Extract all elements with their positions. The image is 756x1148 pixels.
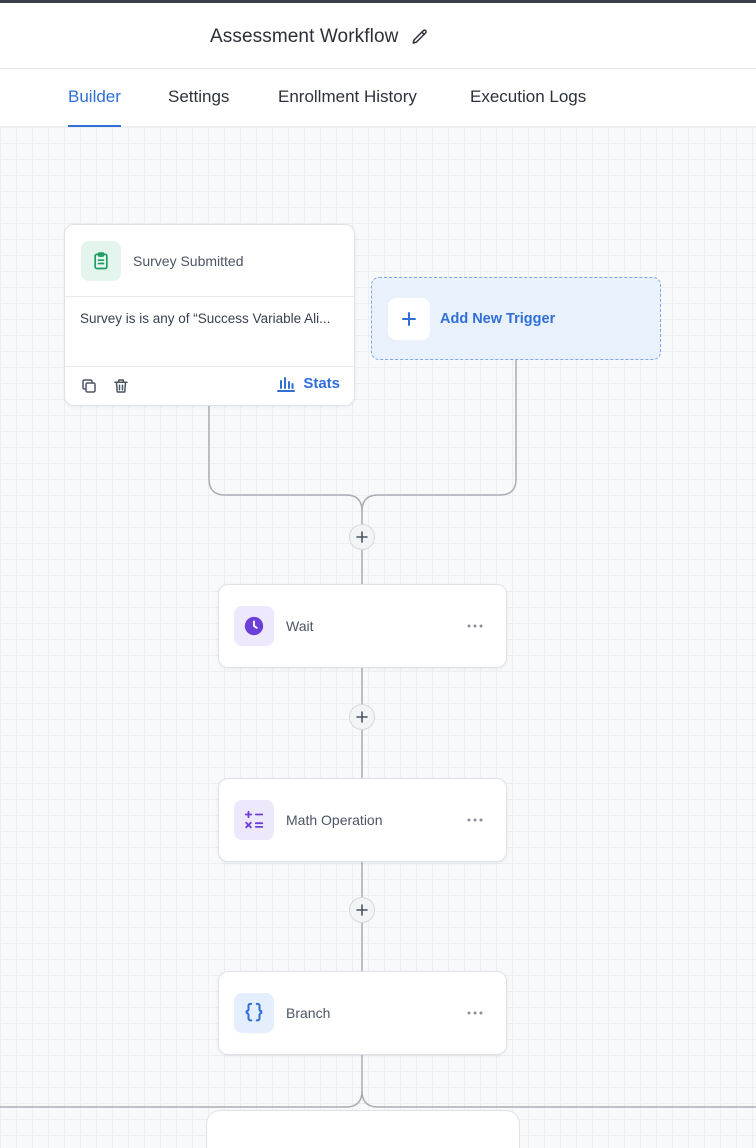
clipboard-icon: [81, 240, 121, 281]
clock-icon: [234, 606, 274, 646]
stats-button[interactable]: Stats: [277, 375, 340, 392]
math-operation-icon: [234, 800, 274, 840]
step-card-wait[interactable]: Wait: [218, 584, 507, 668]
add-step-button[interactable]: [349, 897, 375, 923]
window-top-border: [0, 0, 756, 3]
title-area: Assessment Workflow: [210, 23, 430, 51]
more-options-icon[interactable]: [466, 811, 484, 829]
trigger-condition: Survey is is any of “Success Variable Al…: [65, 297, 354, 367]
trash-icon[interactable]: [111, 376, 131, 396]
stats-label: Stats: [303, 375, 340, 392]
add-step-button[interactable]: [349, 524, 375, 550]
more-options-icon[interactable]: [466, 617, 484, 635]
add-step-button[interactable]: [349, 704, 375, 730]
tab-enrollment-history[interactable]: Enrollment History: [278, 87, 417, 106]
trigger-card-footer: Stats: [65, 367, 354, 405]
tab-bar: Builder Settings Enrollment History Exec…: [0, 69, 756, 127]
bar-chart-icon: [277, 376, 296, 392]
workflow-header: Assessment Workflow: [0, 3, 756, 69]
pencil-icon[interactable]: [410, 27, 430, 47]
step-card-math-operation[interactable]: Math Operation: [218, 778, 507, 862]
braces-icon: [234, 993, 274, 1033]
trigger-title: Survey Submitted: [133, 252, 244, 269]
step-card-branch[interactable]: Branch: [218, 971, 507, 1055]
tab-settings[interactable]: Settings: [168, 87, 230, 106]
plus-icon: [388, 297, 430, 340]
trigger-card-header: Survey Submitted: [65, 225, 354, 297]
plus-icon: [356, 904, 368, 916]
tab-execution-logs[interactable]: Execution Logs: [470, 87, 587, 106]
plus-icon: [356, 531, 368, 543]
workflow-canvas[interactable]: Survey Submitted Survey is is any of “Su…: [0, 127, 756, 1148]
trigger-card-survey-submitted[interactable]: Survey Submitted Survey is is any of “Su…: [64, 224, 355, 406]
step-label-branch: Branch: [286, 1005, 331, 1021]
step-label-math-operation: Math Operation: [286, 812, 383, 828]
connector-lines: [0, 360, 756, 1108]
copy-icon[interactable]: [79, 376, 99, 396]
add-new-trigger-label: Add New Trigger: [440, 310, 556, 327]
tab-builder[interactable]: Builder: [68, 87, 121, 127]
more-options-icon[interactable]: [466, 1004, 484, 1022]
branch-path-card[interactable]: [206, 1110, 520, 1148]
workflow-title: Assessment Workflow: [210, 26, 399, 47]
add-new-trigger-button[interactable]: Add New Trigger: [371, 277, 661, 360]
plus-icon: [356, 711, 368, 723]
step-label-wait: Wait: [286, 618, 314, 634]
